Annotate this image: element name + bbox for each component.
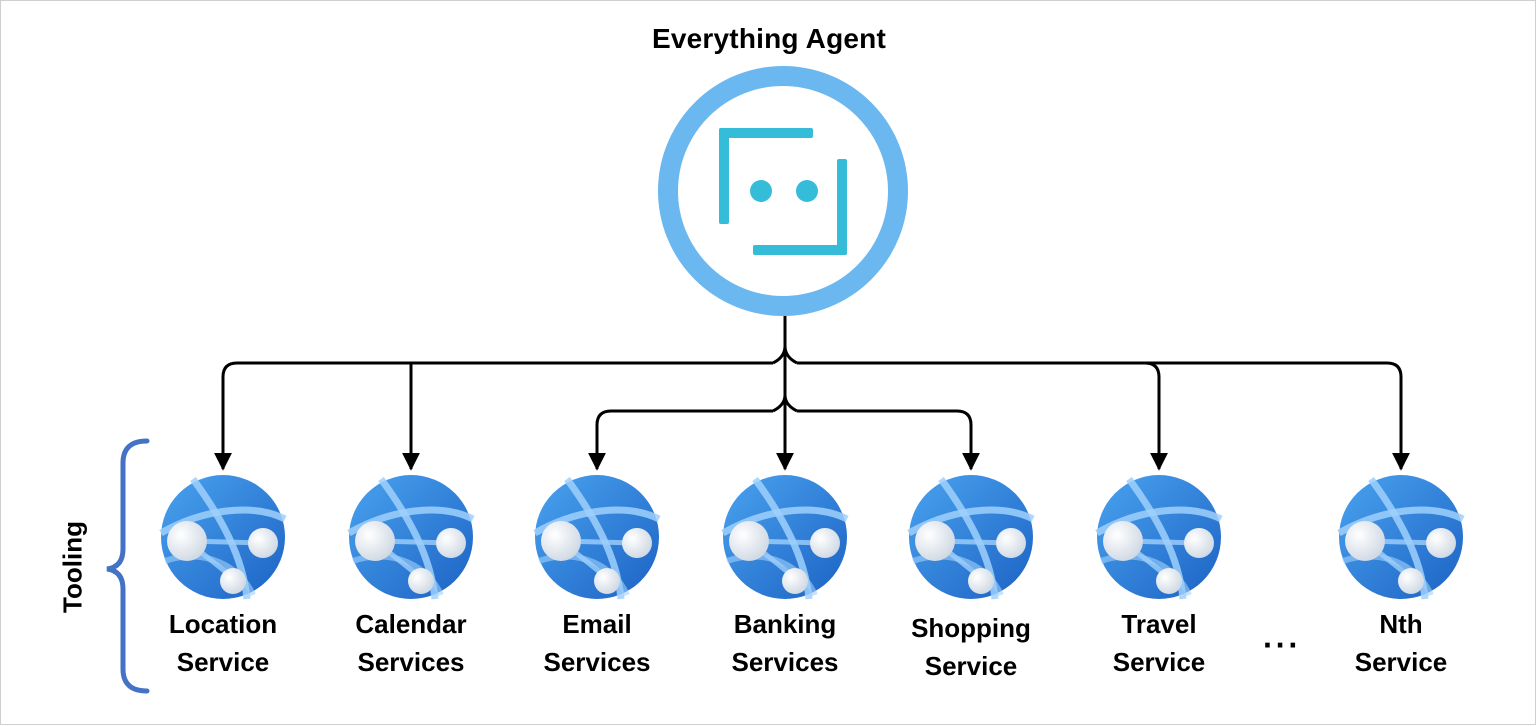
arrow-to-nth (1145, 361, 1410, 471)
service-label-shopping: Shopping Service (911, 613, 1031, 681)
more-services-ellipsis: ··· (1263, 627, 1301, 663)
globe-network-icon (1339, 475, 1463, 599)
service-label-banking: Banking Services (731, 609, 839, 677)
service-label-location: Location Service (168, 609, 278, 677)
globe-network-icon (1097, 475, 1221, 599)
agent-title: Everything Agent (652, 23, 886, 54)
service-label-calendar: Calendar Services (355, 609, 467, 677)
globe-network-icon (723, 475, 847, 599)
globe-network-icon (161, 475, 285, 599)
service-label-travel: Travel Service (1112, 609, 1206, 677)
arrow-to-travel (797, 361, 1168, 471)
service-icons (161, 475, 1463, 599)
globe-network-icon (535, 475, 659, 599)
bot-icon (719, 128, 847, 255)
globe-network-icon (909, 475, 1033, 599)
globe-network-icon (349, 475, 473, 599)
tooling-label: Tooling (57, 521, 88, 613)
service-label-nth: Nth Service (1354, 609, 1448, 677)
agent-node (658, 66, 908, 316)
service-label-email: Email Services (543, 609, 651, 677)
arrow-to-email (588, 409, 773, 471)
connector-arrows (214, 316, 1410, 471)
arrow-to-shopping (797, 409, 980, 471)
arrow-to-location (214, 361, 773, 471)
